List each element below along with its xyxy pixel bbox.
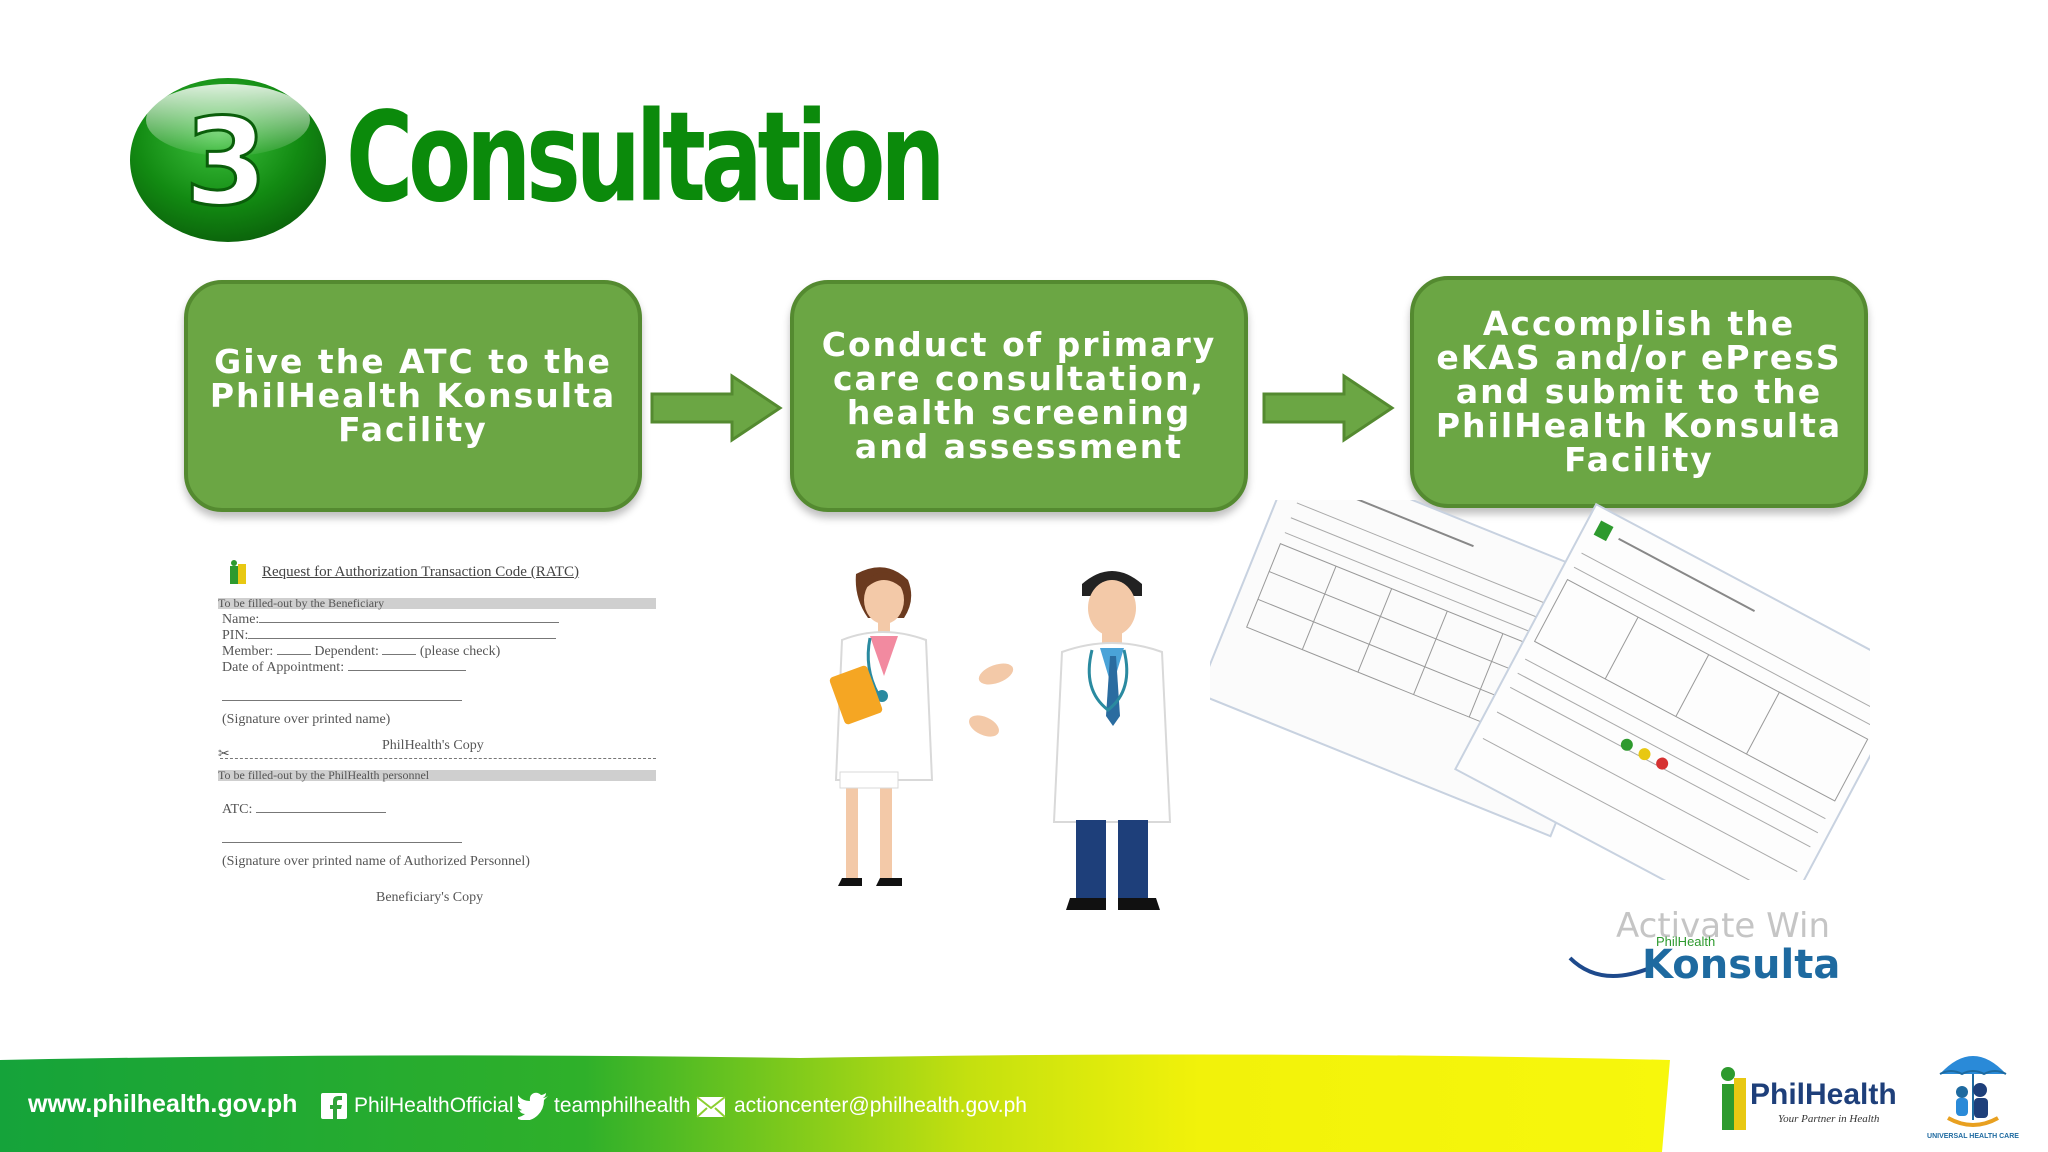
male-doctor — [1052, 571, 1172, 910]
email-icon[interactable] — [696, 1096, 726, 1118]
ratc-name-label: Name: — [222, 612, 260, 627]
ratc-member-label: Member: — [222, 644, 274, 659]
ratc-title: Request for Authorization Transaction Co… — [262, 564, 580, 580]
twitter-handle[interactable]: teamphilhealth — [554, 1094, 691, 1117]
ratc-beneficiary-copy: Beneficiary's Copy — [376, 890, 484, 905]
flow-step-consultation: Conduct of primary care consultation, he… — [790, 280, 1248, 512]
ratc-pin-label: PIN: — [222, 628, 249, 643]
philhealth-tagline: Your Partner in Health — [1778, 1113, 1880, 1125]
facebook-handle[interactable]: PhilHealthOfficial — [354, 1094, 514, 1117]
philhealth-logo-text: PhilHealth — [1750, 1078, 1897, 1111]
ratc-philhealth-copy: PhilHealth's Copy — [382, 738, 484, 753]
ratc-section-personnel: To be filled-out by the PhilHealth perso… — [218, 769, 656, 781]
email-address[interactable]: actioncenter@philhealth.gov.ph — [734, 1094, 1027, 1117]
konsulta-text: Konsulta — [1642, 942, 1840, 988]
scissors-icon: ✂ — [218, 747, 230, 762]
ratc-dependent-label: Dependent: — [314, 644, 379, 659]
ratc-appointment-label: Date of Appointment: — [222, 660, 345, 675]
ekas-epress-forms-image — [1210, 500, 1870, 880]
konsulta-small-text: PhilHealth — [1656, 934, 1715, 949]
flow-arrow-icon — [650, 373, 783, 443]
footer-url[interactable]: www.philhealth.gov.ph — [28, 1090, 298, 1118]
doctors-illustration — [829, 567, 1172, 910]
philhealth-small-logo-icon — [230, 560, 246, 584]
ratc-section-beneficiary: To be filled-out by the Beneficiary — [218, 597, 656, 609]
ratc-cut-line: ✂ — [218, 747, 656, 762]
uhc-label: UNIVERSAL HEALTH CARE — [1927, 1133, 2019, 1140]
step-number-badge: 3 — [130, 78, 326, 242]
flow-step-give-atc: Give the ATC to the PhilHealth Konsulta … — [184, 280, 642, 512]
konsulta-logo: PhilHealth Konsulta — [1568, 934, 1840, 988]
ratc-atc-label: ATC: — [222, 802, 253, 817]
flow-step-accomplish-ekas: Accomplish the eKAS and/or ePresS and su… — [1410, 276, 1868, 508]
activate-windows-watermark: Activate Win — [1616, 906, 1831, 946]
ratc-authorized-signature: (Signature over printed name of Authoriz… — [222, 854, 530, 869]
flow-arrow-icon — [1262, 373, 1395, 443]
philhealth-logo: PhilHealth Your Partner in Health — [1721, 1067, 1897, 1130]
universal-health-care-logo: UNIVERSAL HEALTH CARE — [1927, 1056, 2019, 1140]
female-doctor — [829, 567, 934, 886]
epress-form-sheet — [1453, 502, 1870, 880]
ratc-signature-label: (Signature over printed name) — [222, 712, 391, 727]
step-number: 3 — [184, 94, 268, 233]
twitter-icon[interactable] — [518, 1092, 550, 1120]
ratc-check-note: (please check) — [419, 644, 501, 659]
facebook-icon[interactable] — [320, 1092, 348, 1120]
page-title: Consultation — [346, 86, 946, 230]
footer-band — [0, 1054, 1670, 1152]
ratc-form-image: Request for Authorization Transaction Co… — [218, 550, 658, 910]
